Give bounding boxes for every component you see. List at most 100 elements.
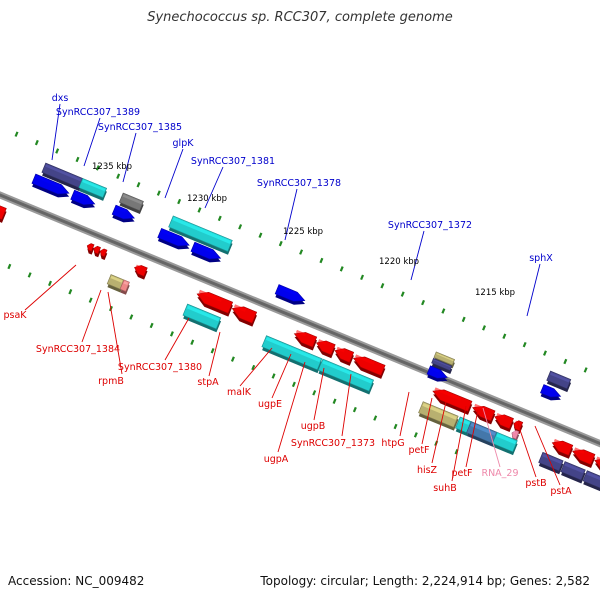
gene-highlight: [470, 422, 496, 436]
gene-ugpE: [316, 339, 336, 359]
genome-summary-text: Topology: circular; Length: 2,224,914 bp…: [260, 574, 590, 588]
gene-hisZ: [494, 412, 514, 433]
gene-malK: [293, 329, 318, 351]
gene-pstA-r: [572, 447, 596, 468]
leader-line: [482, 407, 501, 468]
tick-mark: [217, 215, 222, 222]
tick-mark: [136, 181, 141, 188]
gene-ugpB: [352, 354, 386, 379]
forward-gene-label: sphX: [529, 253, 553, 264]
gene-highlight: [278, 285, 297, 296]
forward-gene-label: SynRCC307_1385: [98, 122, 182, 133]
gene-highlight: [336, 346, 345, 353]
leader-line: [164, 148, 184, 199]
leader-line: [313, 367, 325, 421]
tick-mark: [238, 224, 243, 230]
gene-highlight: [45, 164, 82, 182]
tick-mark: [190, 339, 195, 346]
figure-title: Synechococcus sp. RCC307, complete genom…: [147, 10, 453, 25]
gene-body: [432, 389, 473, 412]
gene-highlight: [101, 249, 104, 252]
forward-gene-label: SynRCC307_1378: [257, 178, 341, 189]
scale-label: 1220 kbp: [379, 257, 419, 267]
gene-highlight: [515, 420, 519, 424]
gene-body: [352, 356, 386, 376]
tick-mark: [88, 297, 93, 303]
gene-highlight: [474, 403, 485, 411]
leader-line: [341, 373, 352, 437]
tick-mark: [352, 406, 357, 413]
gene-sphX: [546, 370, 572, 393]
gene-rev-h: [511, 430, 520, 443]
tick-mark: [522, 341, 527, 348]
gene-highlight: [82, 179, 106, 192]
reverse-gene-label: psaK: [3, 310, 27, 321]
gene-body: [582, 470, 600, 489]
tick-mark: [421, 299, 426, 306]
gene-body: [196, 291, 234, 314]
tick-mark: [169, 331, 174, 337]
tick-mark: [129, 314, 134, 320]
gene-highlight: [95, 246, 97, 249]
gene-body: [134, 265, 148, 277]
gene-body: [594, 459, 600, 469]
tick-mark: [400, 291, 405, 297]
gene-rev-d: [93, 245, 101, 258]
gene-pstS-r: [594, 456, 600, 471]
leader-line: [239, 347, 273, 387]
gene-body: [293, 332, 318, 348]
tick-mark: [210, 347, 215, 354]
gene-rev-e: [99, 248, 108, 260]
gene-1372b: [431, 357, 453, 374]
tick-mark: [116, 173, 121, 180]
gene-glpK: [168, 215, 233, 255]
reverse-gene-label: htpG: [381, 438, 404, 449]
tick-mark: [339, 266, 344, 272]
gene-body: [231, 306, 258, 324]
gene-highlight: [0, 206, 6, 212]
tick-mark: [291, 381, 296, 388]
gene-body: [86, 243, 95, 252]
tick-mark: [149, 322, 154, 329]
tick-mark: [413, 432, 418, 438]
gene-body: [572, 449, 596, 466]
scale-label: 1215 kbp: [475, 288, 515, 298]
leader-line: [451, 405, 467, 482]
gene-1380b: [231, 304, 258, 327]
gene-highlight: [496, 412, 505, 419]
gene-highlight: [355, 354, 375, 365]
reverse-gene-label: SynRCC307_1373: [291, 438, 375, 449]
gene-body: [99, 248, 108, 258]
reverse-gene-label: SynRCC307_1380: [118, 362, 202, 373]
gene-highlight: [543, 385, 553, 392]
scale-label: 1225 kbp: [283, 227, 323, 237]
leader-line: [81, 289, 102, 343]
reverse-gene-label: pstA: [550, 486, 572, 497]
gene-highlight: [422, 402, 457, 420]
gene-highlight: [265, 336, 321, 363]
tick-mark: [27, 272, 32, 278]
leader-line: [24, 264, 77, 311]
gene-highlight: [35, 175, 61, 188]
gene-body: [511, 430, 520, 440]
gene-rev-a: [0, 205, 7, 223]
gene-pstA-cyan: [492, 431, 518, 456]
tick-mark: [95, 165, 100, 171]
gene-1389: [78, 177, 108, 201]
gene-highlight: [434, 387, 462, 401]
tick-mark: [299, 249, 304, 255]
reverse-gene-label: petF: [451, 468, 472, 479]
gene-body: [334, 348, 355, 363]
reverse-gene-label: SynRCC307_1384: [36, 344, 120, 355]
reverse-gene-label: suhB: [433, 483, 457, 494]
tick-mark: [75, 156, 80, 163]
leader-line: [208, 331, 221, 377]
gene-highlight: [564, 462, 585, 474]
gene-highlight: [123, 281, 129, 286]
gene-body: [93, 245, 101, 255]
gene-pst-n2: [560, 461, 586, 484]
gene-highlight: [553, 438, 564, 445]
tick-mark: [7, 263, 12, 270]
reverse-gene-label: stpA: [197, 377, 219, 388]
